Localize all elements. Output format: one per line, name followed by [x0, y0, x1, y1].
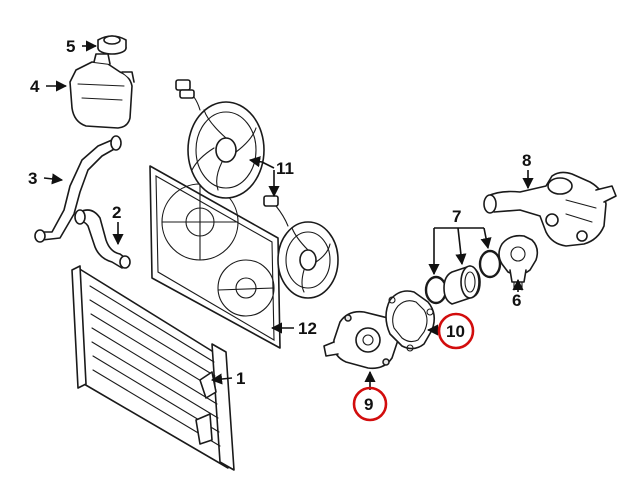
callout-leaders [43, 40, 534, 390]
expansion-tank-part [69, 53, 135, 129]
highlight-ring-9 [352, 386, 388, 422]
thermostat-housing-part [483, 171, 617, 247]
highlight-ring-10 [437, 312, 475, 350]
callout-11: 11 [276, 159, 294, 178]
callout-2: 2 [112, 203, 121, 222]
highlight-rings [352, 312, 475, 422]
callout-12: 12 [298, 319, 317, 338]
lower-radiator-hose-part [74, 209, 131, 269]
callout-5: 5 [66, 37, 75, 56]
callout-8: 8 [522, 151, 531, 170]
callout-4: 4 [30, 77, 40, 96]
cooling-fan-small-part [263, 195, 339, 299]
callout-9: 9 [364, 395, 373, 414]
o-ring-seal-kit-part [424, 249, 502, 305]
callout-10: 10 [446, 322, 465, 341]
pump-gasket-part [385, 290, 436, 352]
water-pump-part [323, 310, 400, 370]
radiator-part [71, 265, 235, 471]
fan-shroud-part [149, 165, 281, 349]
callout-labels: 5 4 3 2 1 12 11 8 7 6 10 9 [28, 37, 531, 414]
cooling-fan-part [175, 79, 265, 199]
callout-1: 1 [236, 369, 245, 388]
callout-3: 3 [28, 169, 37, 188]
callout-7: 7 [452, 207, 461, 226]
reservoir-cap-part [97, 35, 127, 55]
upper-radiator-hose-part [34, 135, 122, 243]
callout-6: 6 [512, 291, 521, 310]
